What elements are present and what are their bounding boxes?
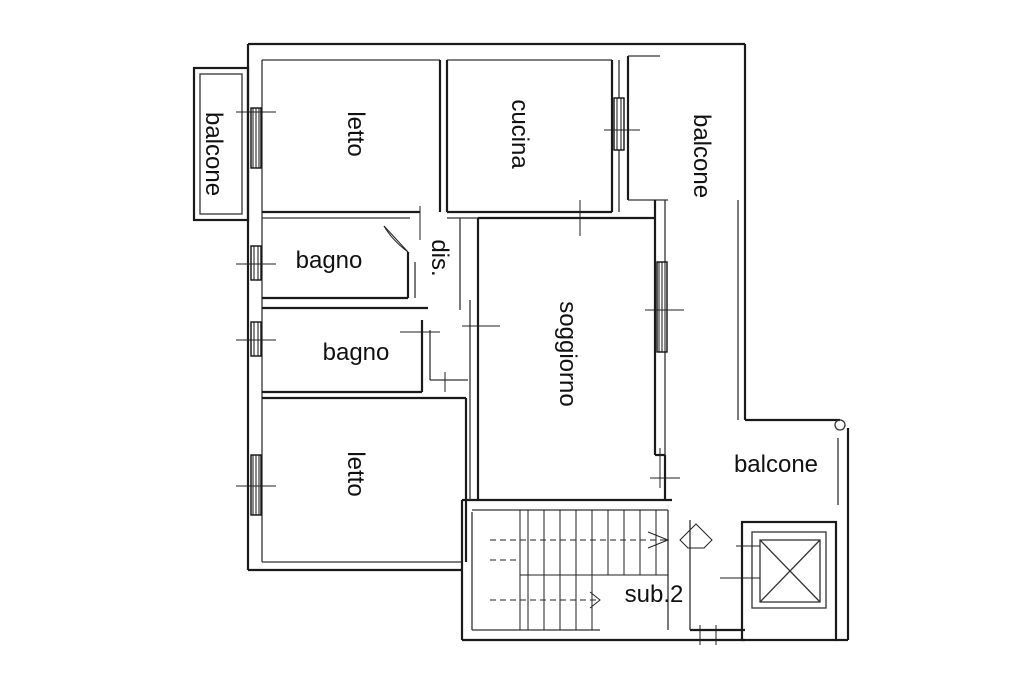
label-letto-bottom: letto xyxy=(342,451,369,496)
label-soggiorno: soggiorno xyxy=(554,301,581,406)
label-balcone-right: balcone xyxy=(688,114,715,198)
staircase xyxy=(490,510,713,630)
label-bagno-top: bagno xyxy=(296,247,363,274)
interior-walls xyxy=(262,55,745,632)
window-bagno-bottom xyxy=(250,321,262,357)
left-balcony-walls xyxy=(192,66,250,222)
outer-walls xyxy=(246,42,850,642)
label-balcone-left: balcone xyxy=(200,112,227,196)
label-cucina: cucina xyxy=(506,99,533,169)
label-bagno-bottom: bagno xyxy=(323,339,390,366)
dimension-marks xyxy=(236,111,760,645)
window-bagno-top xyxy=(250,245,262,281)
windows xyxy=(250,97,668,516)
window-cucina xyxy=(613,97,625,151)
label-balcone-corner: balcone xyxy=(734,451,818,478)
room-labels: balcone letto cucina balcone bagno dis. … xyxy=(200,99,818,608)
label-dis: dis. xyxy=(426,239,453,276)
label-letto-top: letto xyxy=(342,111,369,156)
label-sub2: sub.2 xyxy=(625,581,684,608)
